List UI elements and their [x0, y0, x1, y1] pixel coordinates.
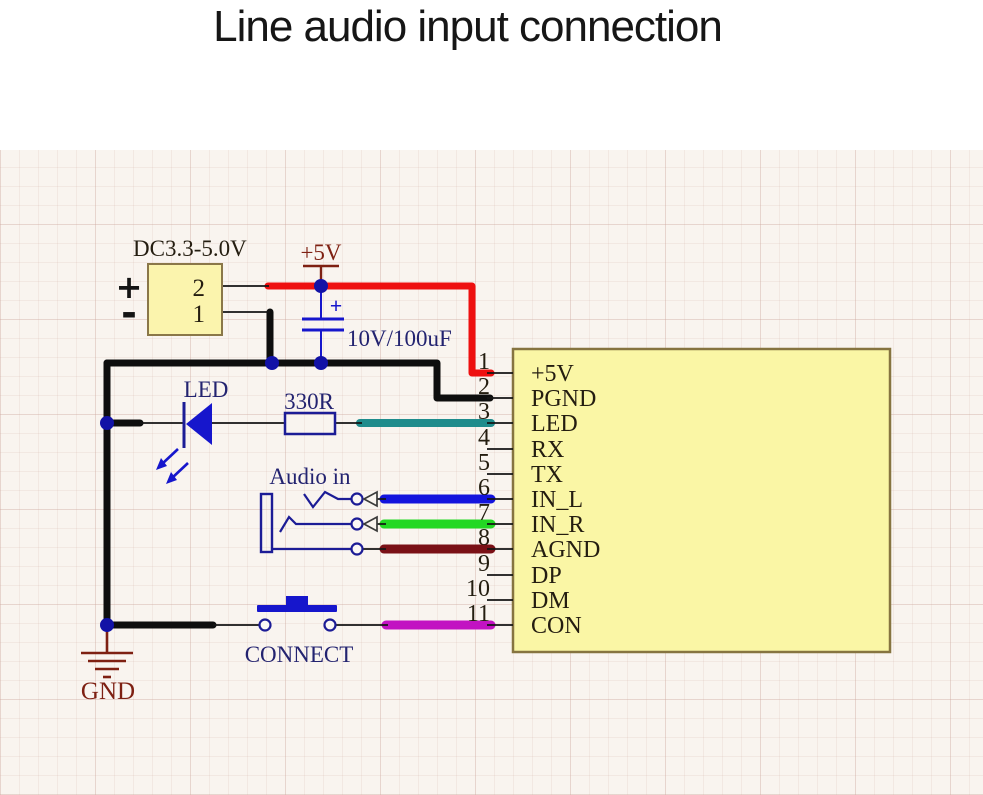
thin-wires [140, 285, 388, 626]
pin-label: IN_L [531, 487, 583, 513]
ic-pin-2: 2 PGND [478, 374, 596, 412]
ic-pin-11: 11 CON [467, 601, 582, 639]
ic-pin-5: 5 TX [478, 450, 563, 488]
red-power-wire [264, 282, 495, 377]
pin-label: TX [531, 462, 563, 488]
gnd-label: GND [81, 678, 135, 705]
pin-number: 11 [467, 601, 490, 627]
connect-label: CONNECT [245, 642, 354, 667]
switch-bar [257, 605, 337, 612]
jack-sleeve-terminal [350, 542, 364, 556]
page-title: Line audio input connection [213, 2, 723, 51]
ic-pin-9: 9 DP [478, 551, 562, 589]
ic-pin-10: 10 DM [466, 576, 570, 614]
junction-dot [314, 356, 328, 370]
ic-block: 1 +5V 2 PGND 3 LED 4 RX 5 TX 6 IN_L [466, 347, 892, 654]
ic-pin-8: 8 AGND [478, 525, 600, 563]
connect-switch: CONNECT [245, 596, 354, 667]
ground-symbol: GND [81, 631, 135, 705]
switch-right-terminal [323, 618, 337, 632]
pin-label: DM [531, 588, 570, 614]
resistor-body [283, 411, 337, 436]
jack-tip-terminal [350, 492, 364, 506]
pin-label: LED [531, 411, 578, 437]
jack-body [259, 492, 274, 554]
ic-pin-3: 3 LED [478, 399, 578, 437]
pin-number: 3 [478, 399, 490, 425]
pin-label: AGND [531, 537, 600, 563]
junction-dot [100, 618, 114, 632]
pin-number: 8 [478, 525, 490, 551]
dc-supply-label: DC3.3-5.0V [133, 236, 247, 261]
junction-dot [314, 279, 328, 293]
led-label: LED [184, 377, 229, 402]
pin-number: 4 [478, 425, 490, 451]
led-emission-arrows [156, 448, 189, 484]
pin-number: 2 [478, 374, 490, 400]
audio-jack: Audio in [259, 464, 378, 556]
junction-dot [265, 356, 279, 370]
circuit-diagram: DC3.3-5.0V + - 2 1 +5V + 10V/100uF LED 3… [81, 236, 892, 705]
resistor: 330R [283, 389, 337, 436]
pin-number: 7 [478, 500, 490, 526]
dc-minus-sign: - [121, 291, 137, 335]
pin-number: 1 [478, 349, 490, 375]
ic-pin-1: 1 +5V [478, 349, 575, 387]
audio-in-label: Audio in [269, 464, 351, 489]
switch-left-terminal [258, 618, 272, 632]
resistor-value-label: 330R [284, 389, 335, 414]
jack-ring-contact [279, 515, 351, 533]
ic-pin-6: 6 IN_L [478, 475, 583, 513]
jack-ring-arrow [362, 515, 378, 533]
pin-number: 5 [478, 450, 490, 476]
jack-tip-arrow [362, 490, 378, 508]
ic-pin-7: 7 IN_R [478, 500, 584, 538]
dc-pin-2: 2 [193, 275, 206, 302]
pin-number: 6 [478, 475, 490, 501]
jack-ring-terminal [350, 517, 364, 531]
pin-number: 9 [478, 551, 490, 577]
ic-body [511, 347, 892, 654]
led: LED [156, 377, 228, 484]
ic-pin-4: 4 RX [478, 425, 564, 463]
switch-plunger [286, 596, 308, 605]
capacitor: + 10V/100uF [302, 292, 452, 361]
dc-power-supply: DC3.3-5.0V + - 2 1 [116, 236, 247, 336]
pin-number: 10 [466, 576, 490, 602]
pin-label: +5V [531, 361, 575, 387]
power-rail-5v: +5V [300, 240, 342, 284]
dc-pin-1: 1 [193, 301, 206, 328]
pin-label: PGND [531, 386, 596, 412]
pin-label: DP [531, 563, 562, 589]
junction-dots [100, 279, 328, 632]
dc-supply-box [147, 263, 223, 336]
rail-5v-label: +5V [300, 240, 341, 265]
led-triangle [186, 403, 212, 445]
cap-value-label: 10V/100uF [347, 326, 452, 351]
pin-label: CON [531, 613, 582, 639]
jack-tip-contact [303, 490, 351, 509]
pin-label: RX [531, 437, 564, 463]
cap-polarity-sign: + [330, 293, 343, 318]
junction-dot [100, 416, 114, 430]
pin-label: IN_R [531, 512, 584, 538]
dc-plus-sign: + [116, 268, 143, 306]
